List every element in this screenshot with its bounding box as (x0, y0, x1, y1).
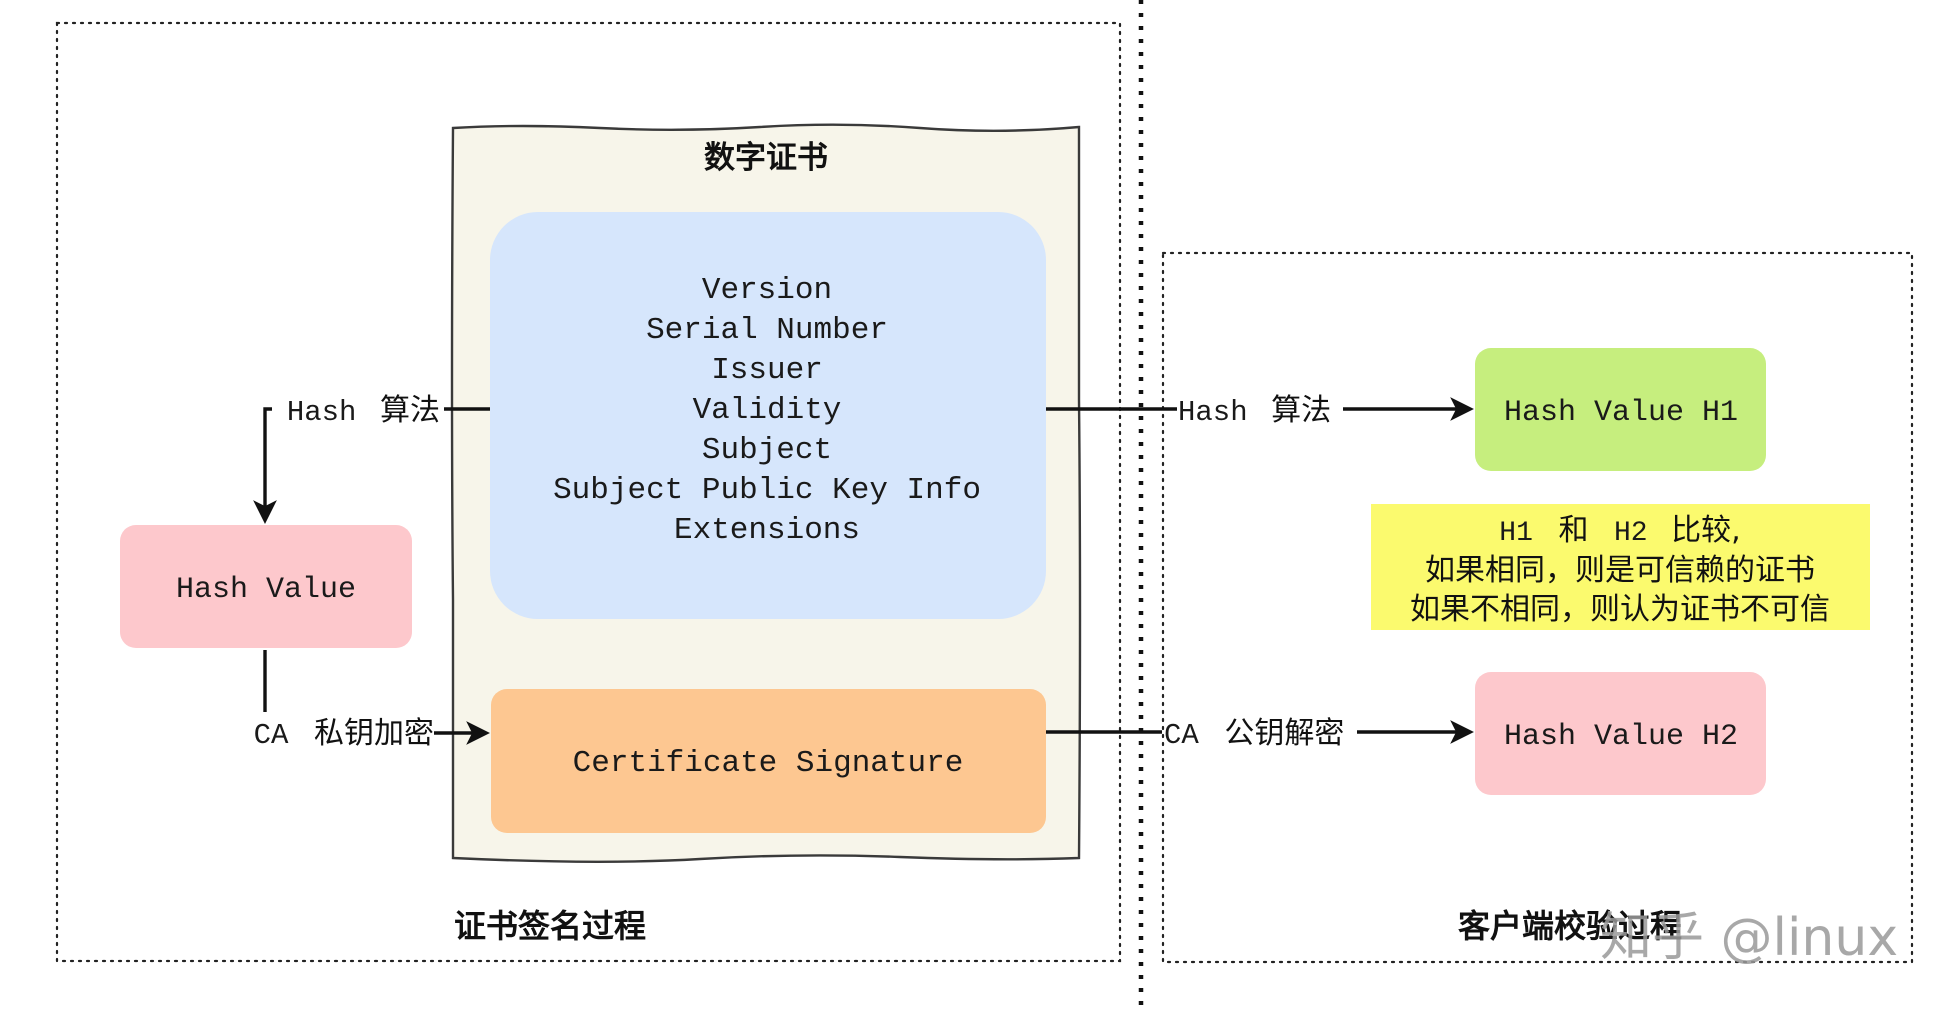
signing-encrypt-prefix: CA (254, 719, 289, 752)
hash-edge-arrow-down (253, 407, 277, 524)
comparison-note-line1: H1 和 H2 比较, (1499, 513, 1740, 549)
signing-encrypt-label: 私钥加密 (314, 716, 434, 751)
hash-value-h2-label: Hash Value H2 (1504, 720, 1738, 754)
signing-hash-label: 算法 (380, 393, 440, 428)
note-and: 和 (1558, 513, 1588, 548)
hash-value-h1-box (1475, 348, 1766, 471)
verify-decrypt-label: 公钥解密 (1224, 716, 1344, 751)
certificate-field: Extensions (674, 513, 860, 548)
certificate-field: Validity (693, 393, 842, 428)
verify-section-title: 客户端校验过程 (1458, 907, 1682, 945)
verify-decrypt-edge-label: CA 公钥解密 (1164, 716, 1344, 752)
verify-decrypt-prefix: CA (1164, 719, 1199, 752)
hash-value-box (120, 525, 412, 648)
comparison-note-line2: 如果相同，则是可信赖的证书 (1425, 553, 1815, 588)
verify-hash-edge-label: Hash 算法 (1178, 393, 1331, 429)
signing-section-title: 证书签名过程 (454, 907, 646, 945)
note-h2: H2 (1614, 518, 1648, 549)
signing-flow: Hash 算法 Hash Value CA 私钥加密 证书签名过程 (120, 393, 646, 945)
certificate-field: Issuer (711, 353, 823, 388)
verify-hash-label: 算法 (1271, 393, 1331, 428)
certificate-fields-box (490, 212, 1046, 619)
note-compare: 比较, (1671, 513, 1741, 548)
signing-hash-edge-label: Hash 算法 (287, 393, 440, 429)
signing-hash-prefix: Hash (287, 396, 357, 429)
certificate-title: 数字证书 (704, 140, 828, 176)
comparison-note-line3: 如果不相同，则认为证书不可信 (1410, 592, 1830, 627)
hash-value-label: Hash Value (176, 573, 356, 607)
verify-flow: Hash 算法 Hash Value H1 H1 和 H2 比较, 如果相同，则… (1046, 348, 1870, 945)
verify-section-frame (1161, 251, 1914, 964)
watermark: 知乎 @linux (1600, 908, 1898, 968)
signing-encrypt-edge-label: CA 私钥加密 (254, 716, 434, 752)
certificate-field: Subject Public Key Info (553, 473, 981, 508)
verify-hash-prefix: Hash (1178, 396, 1248, 429)
hash-value-h1-label: Hash Value H1 (1504, 396, 1738, 430)
certificate-field: Serial Number (646, 313, 888, 348)
certificate-signature-box (491, 689, 1046, 833)
comparison-note-box (1371, 504, 1870, 630)
hash-value-h2-box (1475, 672, 1766, 795)
certificate-signature-label: Certificate Signature (573, 746, 964, 781)
certificate-field: Version (702, 273, 832, 308)
note-h1: H1 (1499, 518, 1533, 549)
certificate-field: Subject (702, 433, 832, 468)
